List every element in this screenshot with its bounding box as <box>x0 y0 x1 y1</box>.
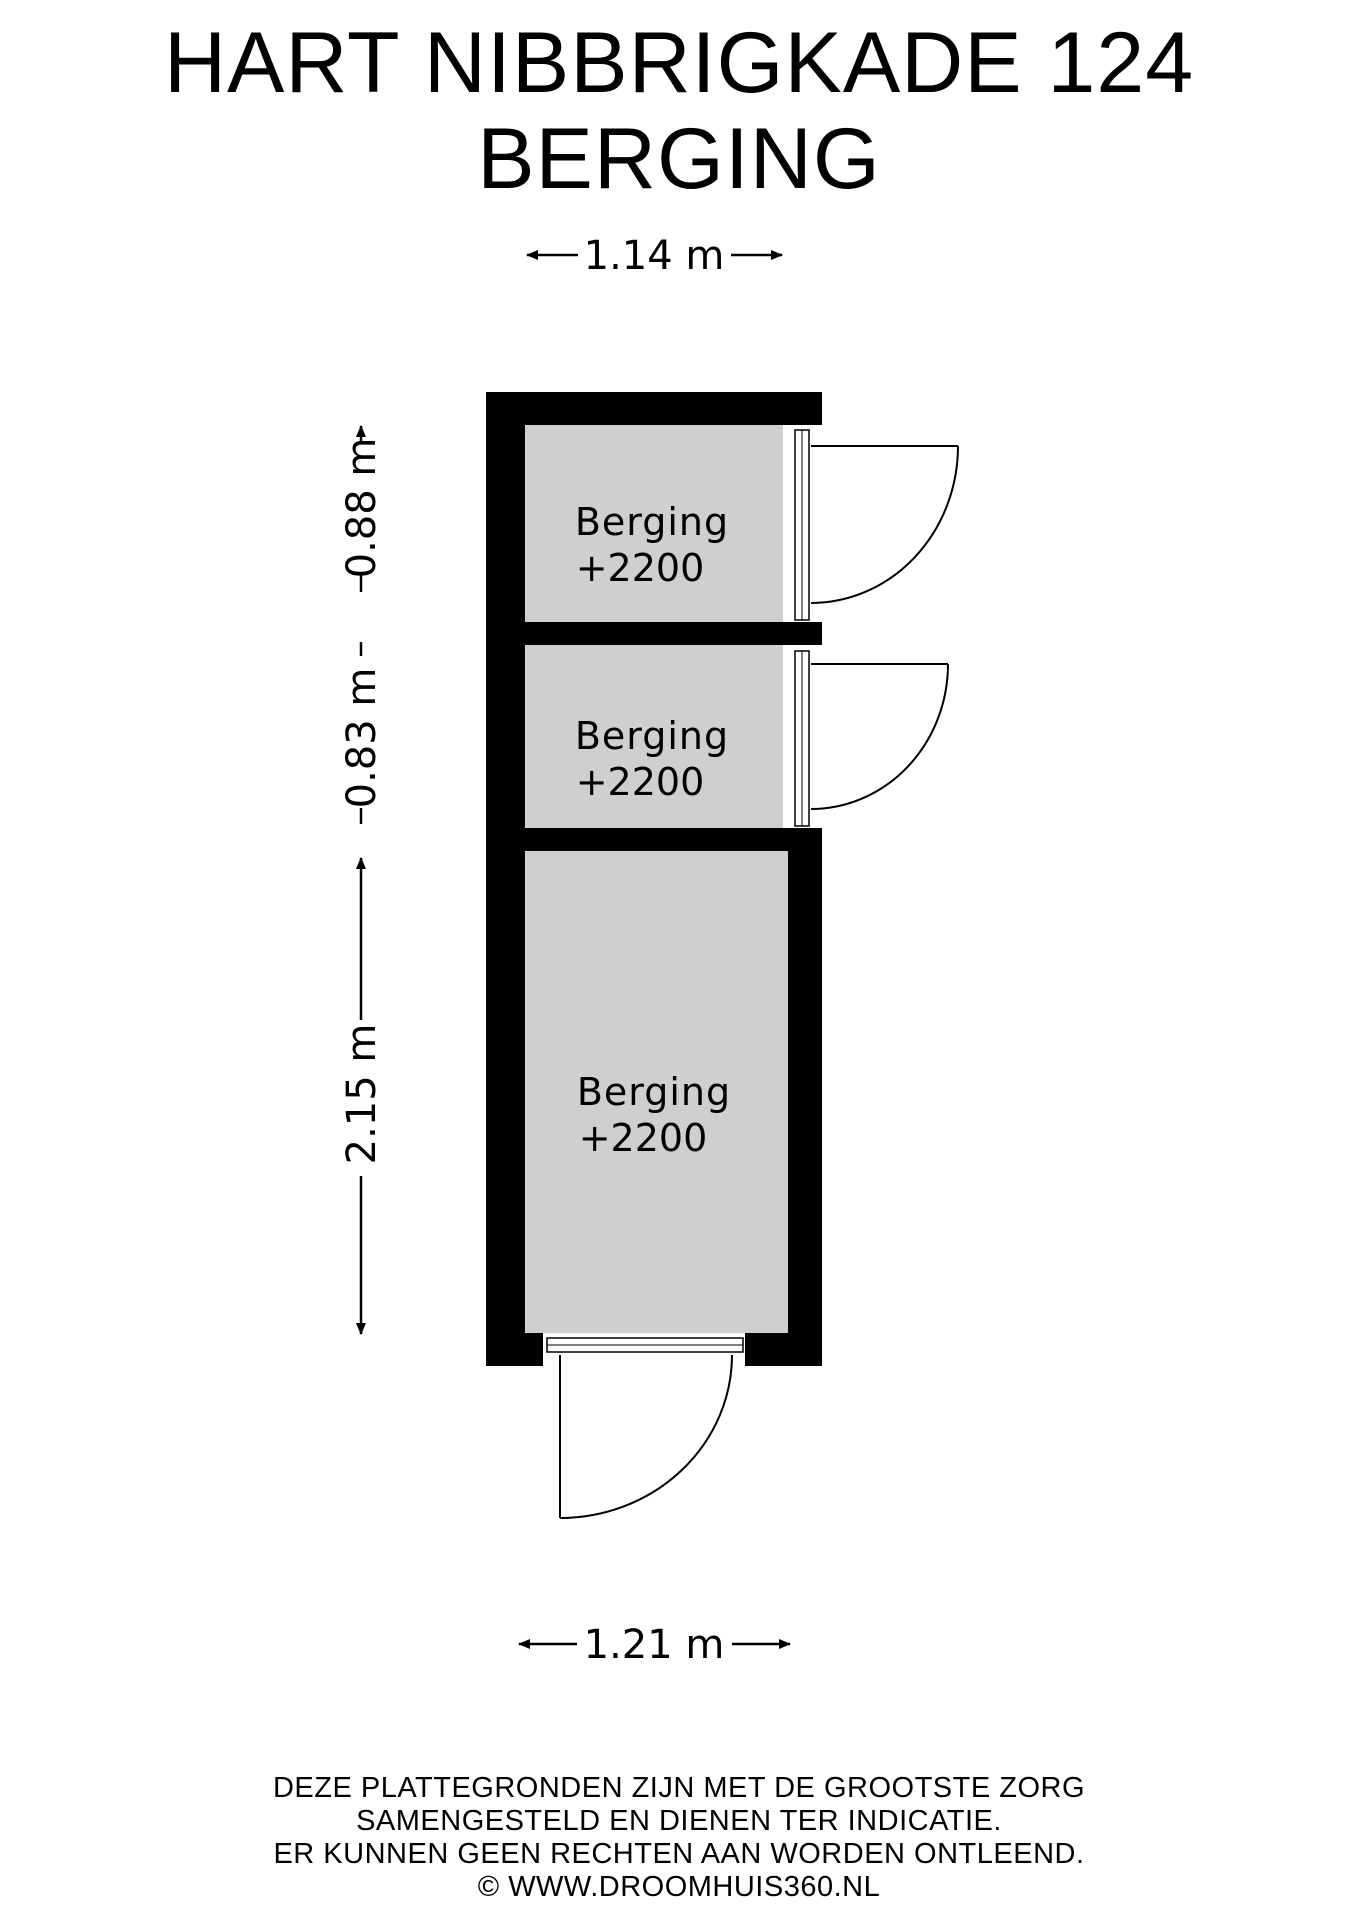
plan-title: HART NIBBRIGKADE 124 <box>163 15 1195 111</box>
room-name: Berging <box>577 1070 731 1114</box>
door-frames <box>546 429 810 1353</box>
disclaimer-line: SAMENGESTELD EN DIENEN TER INDICATIE. <box>356 1805 1002 1837</box>
dimension-left-heights: 0.88 m 0.83 m 2.15 m <box>339 425 385 1335</box>
room-level: +2200 <box>576 760 705 804</box>
door-swings <box>559 445 959 1519</box>
door-arc-middle <box>810 663 949 810</box>
room-label-bottom: Berging +2200 <box>577 1070 731 1160</box>
room-floor-middle <box>525 645 783 828</box>
dimension-label-top-height: 0.88 m <box>339 438 385 579</box>
room-floor-bottom <box>518 851 788 1333</box>
door-arc-bottom <box>559 1354 733 1519</box>
door-arc-top <box>810 445 959 604</box>
room-name: Berging <box>575 500 729 544</box>
dimension-bottom-width: 1.21 m <box>518 1622 791 1668</box>
wall-divider-2 <box>486 828 822 851</box>
wall-divider-1 <box>486 622 822 645</box>
wall-left <box>486 392 525 1366</box>
dimension-label-bottom-width: 1.21 m <box>584 1622 725 1668</box>
wall-stub-top-b <box>783 622 822 645</box>
dimension-label-middle-height: 0.83 m <box>339 668 385 809</box>
dimension-label-bottom-height: 2.15 m <box>339 1024 385 1165</box>
wall-top <box>486 392 822 425</box>
dimension-label-top-width: 1.14 m <box>584 233 725 279</box>
plan-subtitle: BERGING <box>477 111 881 207</box>
copyright-line: © WWW.DROOMHUIS360.NL <box>477 1871 881 1903</box>
room-label-middle: Berging +2200 <box>575 714 729 804</box>
wall-stub-top-a <box>783 392 795 425</box>
walls <box>486 392 822 1366</box>
room-level: +2200 <box>579 1116 708 1160</box>
room-name: Berging <box>575 714 729 758</box>
room-floor-top <box>525 425 783 622</box>
wall-right-bottom <box>788 828 822 1366</box>
room-level: +2200 <box>576 546 705 590</box>
room-label-top: Berging +2200 <box>575 500 729 590</box>
dimension-top-width: 1.14 m <box>526 233 783 279</box>
wall-bottom-right <box>745 1333 822 1366</box>
disclaimer-line: ER KUNNEN GEEN RECHTEN AAN WORDEN ONTLEE… <box>273 1838 1085 1870</box>
disclaimer: DEZE PLATTEGRONDEN ZIJN MET DE GROOTSTE … <box>0 1772 1358 1904</box>
wall-bottom-left <box>486 1333 543 1366</box>
disclaimer-line: DEZE PLATTEGRONDEN ZIJN MET DE GROOTSTE … <box>272 1772 1086 1804</box>
